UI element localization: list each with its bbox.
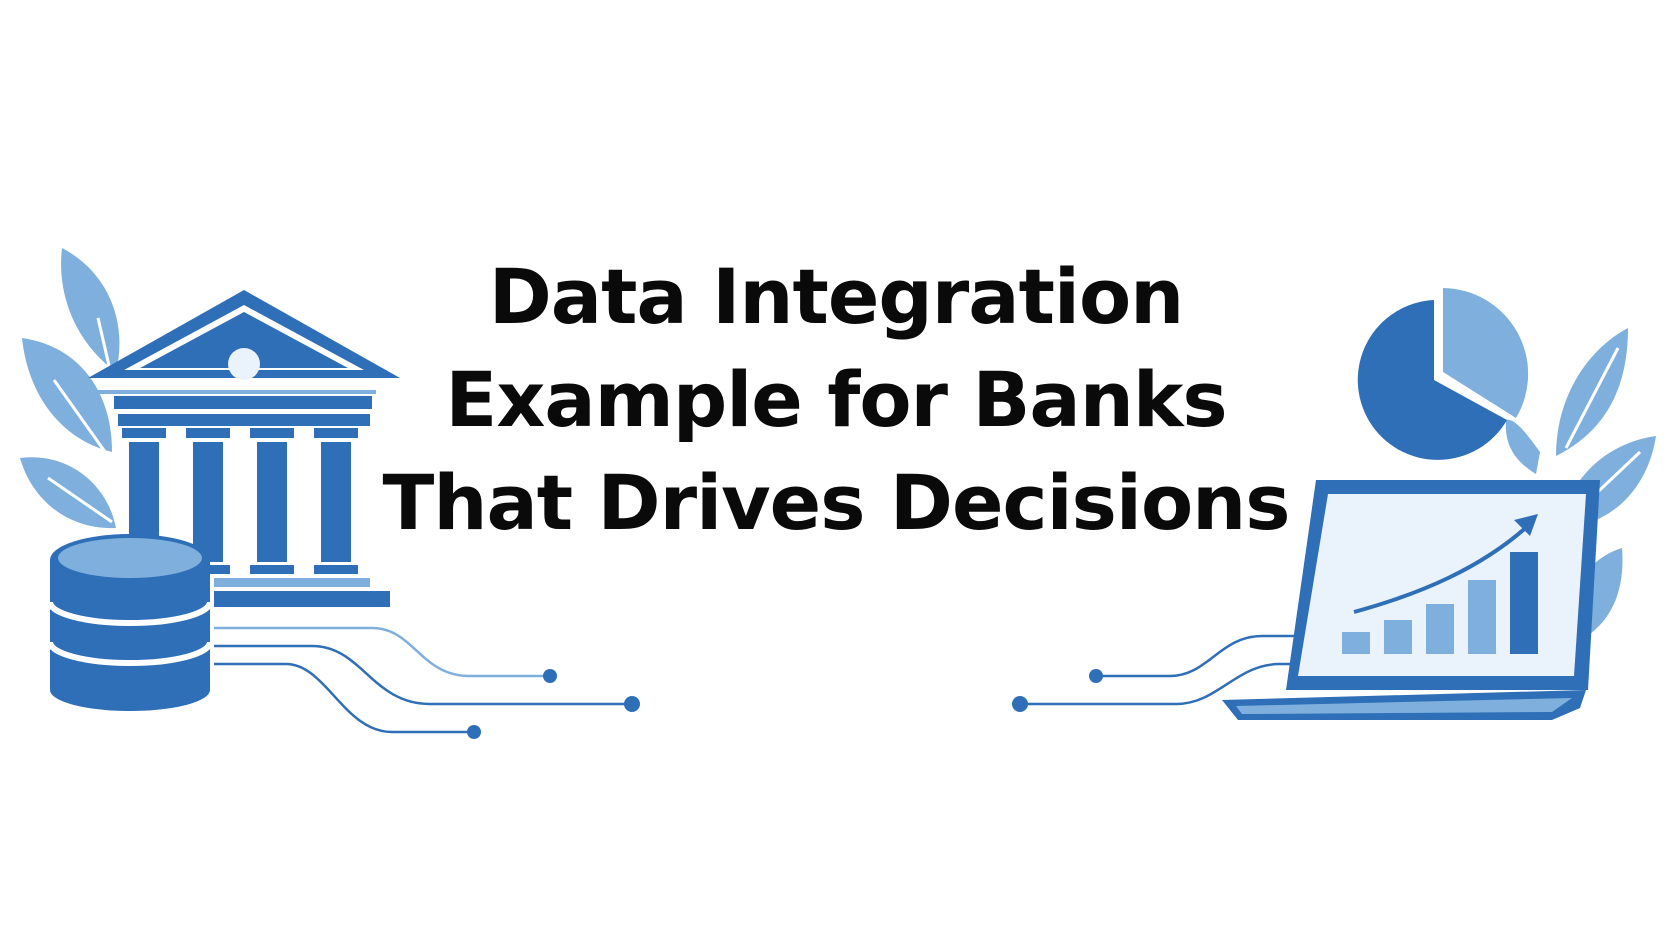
title-line-1: Data Integration <box>488 252 1185 341</box>
pie-chart-icon <box>1357 288 1529 460</box>
title-line-3: That Drives Decisions <box>382 458 1291 547</box>
title-line-2: Example for Banks <box>445 355 1227 444</box>
circuit-lines-icon <box>214 626 640 739</box>
database-icon <box>47 534 213 711</box>
circuit-lines-icon <box>1012 634 1298 712</box>
page-title: Data Integration Example for Banks That … <box>376 245 1296 554</box>
bar-chart-icon <box>1342 552 1538 654</box>
trend-arrow-icon <box>1353 514 1538 614</box>
bank-icon <box>80 290 400 607</box>
leaf-icon <box>20 248 120 529</box>
